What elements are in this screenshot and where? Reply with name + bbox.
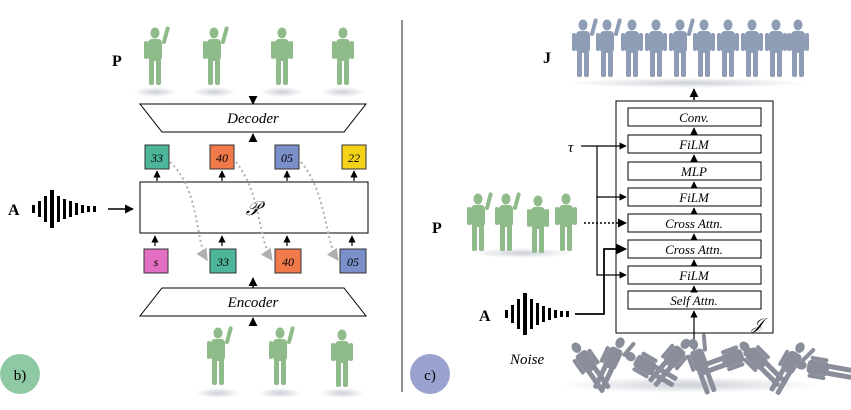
panel-c-audio-waveform-icon	[505, 293, 569, 335]
panel-b-badge	[0, 354, 40, 394]
panel-b-bottom-pose-figures	[196, 326, 364, 398]
bottom-token-text: s	[154, 255, 159, 269]
layer-label: FiLM	[678, 268, 710, 283]
panel-c-top-figures	[566, 18, 809, 88]
layer-label: Cross Attn.	[665, 216, 723, 231]
bottom-token-text: 05	[347, 255, 359, 269]
bottom-token	[274, 248, 302, 274]
top-token-list: 33 40 05 22	[144, 144, 367, 170]
layer-stack: Conv. FiLM MLP FiLM Cross Attn. Cross At…	[627, 107, 762, 310]
top-token	[274, 144, 300, 170]
encoder-label: Encoder	[227, 295, 279, 311]
panel-c-badge	[410, 354, 450, 394]
panel-b-audio-label: A	[8, 202, 20, 219]
layer-label: MLP	[680, 164, 707, 179]
bottom-token-text: 40	[282, 255, 294, 269]
layer-label: Cross Attn.	[665, 242, 723, 257]
bottom-token	[339, 248, 367, 274]
bottom-token-text: 33	[216, 255, 229, 269]
bottom-token-list: s 33 40 05	[143, 248, 367, 274]
tau-label: τ	[568, 140, 574, 156]
top-token-text: 22	[348, 151, 360, 165]
panel-c-pose-figures	[467, 192, 577, 258]
autoregressive-arrows	[169, 161, 339, 262]
top-token-text: 40	[216, 151, 228, 165]
panel-c-top-label: J	[543, 50, 551, 67]
panel-c-audio-label: A	[479, 308, 491, 325]
layer-label: Self Attn.	[670, 293, 717, 308]
top-token-text: 05	[281, 151, 293, 165]
panel-c-badge-label: c)	[424, 368, 436, 384]
encoder-block	[138, 287, 368, 317]
panel-b-top-label: P	[112, 53, 122, 70]
panel-c-left-label: P	[432, 220, 442, 237]
panel-b-badge-label: b)	[14, 368, 27, 384]
panel-b-top-pose-figures	[133, 26, 365, 97]
bottom-token	[143, 248, 169, 274]
noise-label: Noise	[509, 352, 545, 368]
layer-label: Conv.	[679, 110, 709, 125]
layer-label: FiLM	[678, 190, 710, 205]
decoder-label: Decoder	[226, 111, 279, 127]
layer-conv	[627, 107, 762, 127]
panel-c: J 𝒥 Conv. FiLM MLP FiLM Cross Attn. Cros…	[410, 18, 851, 401]
layer-label: FiLM	[678, 137, 710, 152]
top-token	[209, 144, 235, 170]
decoder-block	[138, 103, 368, 133]
noise-figures	[560, 331, 851, 401]
top-token	[341, 144, 367, 170]
top-token-text: 33	[150, 151, 163, 165]
transformer-block	[139, 181, 369, 234]
top-token	[144, 144, 170, 170]
bottom-token	[209, 248, 237, 274]
panel-b: P Decoder 33 40 05 22 𝒫 A	[0, 26, 369, 398]
audio-waveform-icon	[32, 190, 96, 228]
